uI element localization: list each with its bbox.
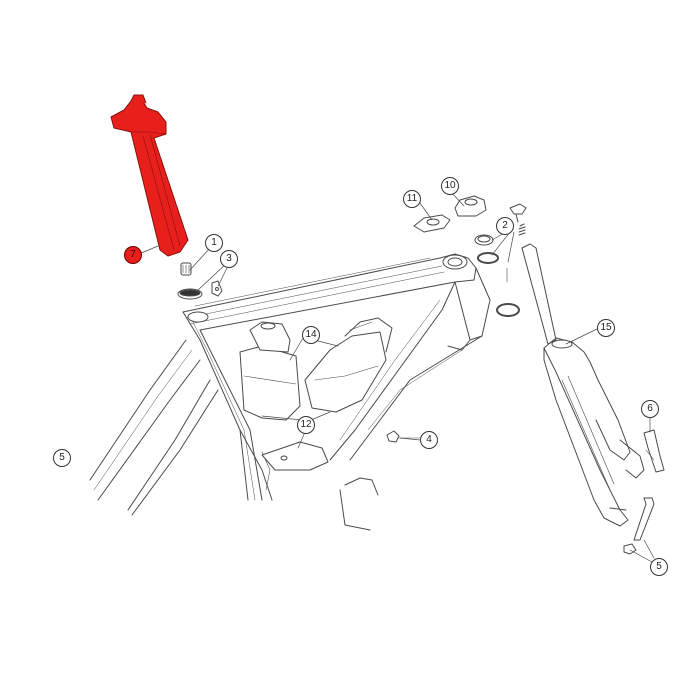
fork-dropout-insert-part[interactable] [643,429,665,473]
callout-12[interactable]: 12 [297,416,315,434]
callout-7[interactable]: 7 [124,246,142,264]
callout-6[interactable]: 6 [641,400,659,418]
seatpost-clamp-wedge-part[interactable] [177,280,223,300]
callout-14[interactable]: 14 [302,326,320,344]
callout-15[interactable]: 15 [597,319,615,337]
callout-3[interactable]: 3 [220,250,238,268]
callout-5-rear[interactable]: 5 [53,449,71,467]
cable-guide-part[interactable] [386,430,421,443]
top-tube-cover-part[interactable] [413,214,451,233]
front-thru-axle-part[interactable] [623,497,655,555]
headset-cover-part[interactable] [454,195,487,217]
seatpost-part[interactable] [110,94,189,257]
frame [89,253,491,531]
callout-11[interactable]: 11 [403,190,421,208]
callout-2[interactable]: 2 [496,217,514,235]
headset-top-cap-part[interactable] [180,262,192,276]
callout-5-front[interactable]: 5 [650,558,668,576]
callout-4[interactable]: 4 [420,431,438,449]
callout-10[interactable]: 10 [441,177,459,195]
fork-part[interactable] [521,243,645,527]
bottle-cages-part[interactable] [239,317,393,421]
callout-1[interactable]: 1 [205,234,223,252]
headset-bearings-part[interactable] [474,203,527,317]
